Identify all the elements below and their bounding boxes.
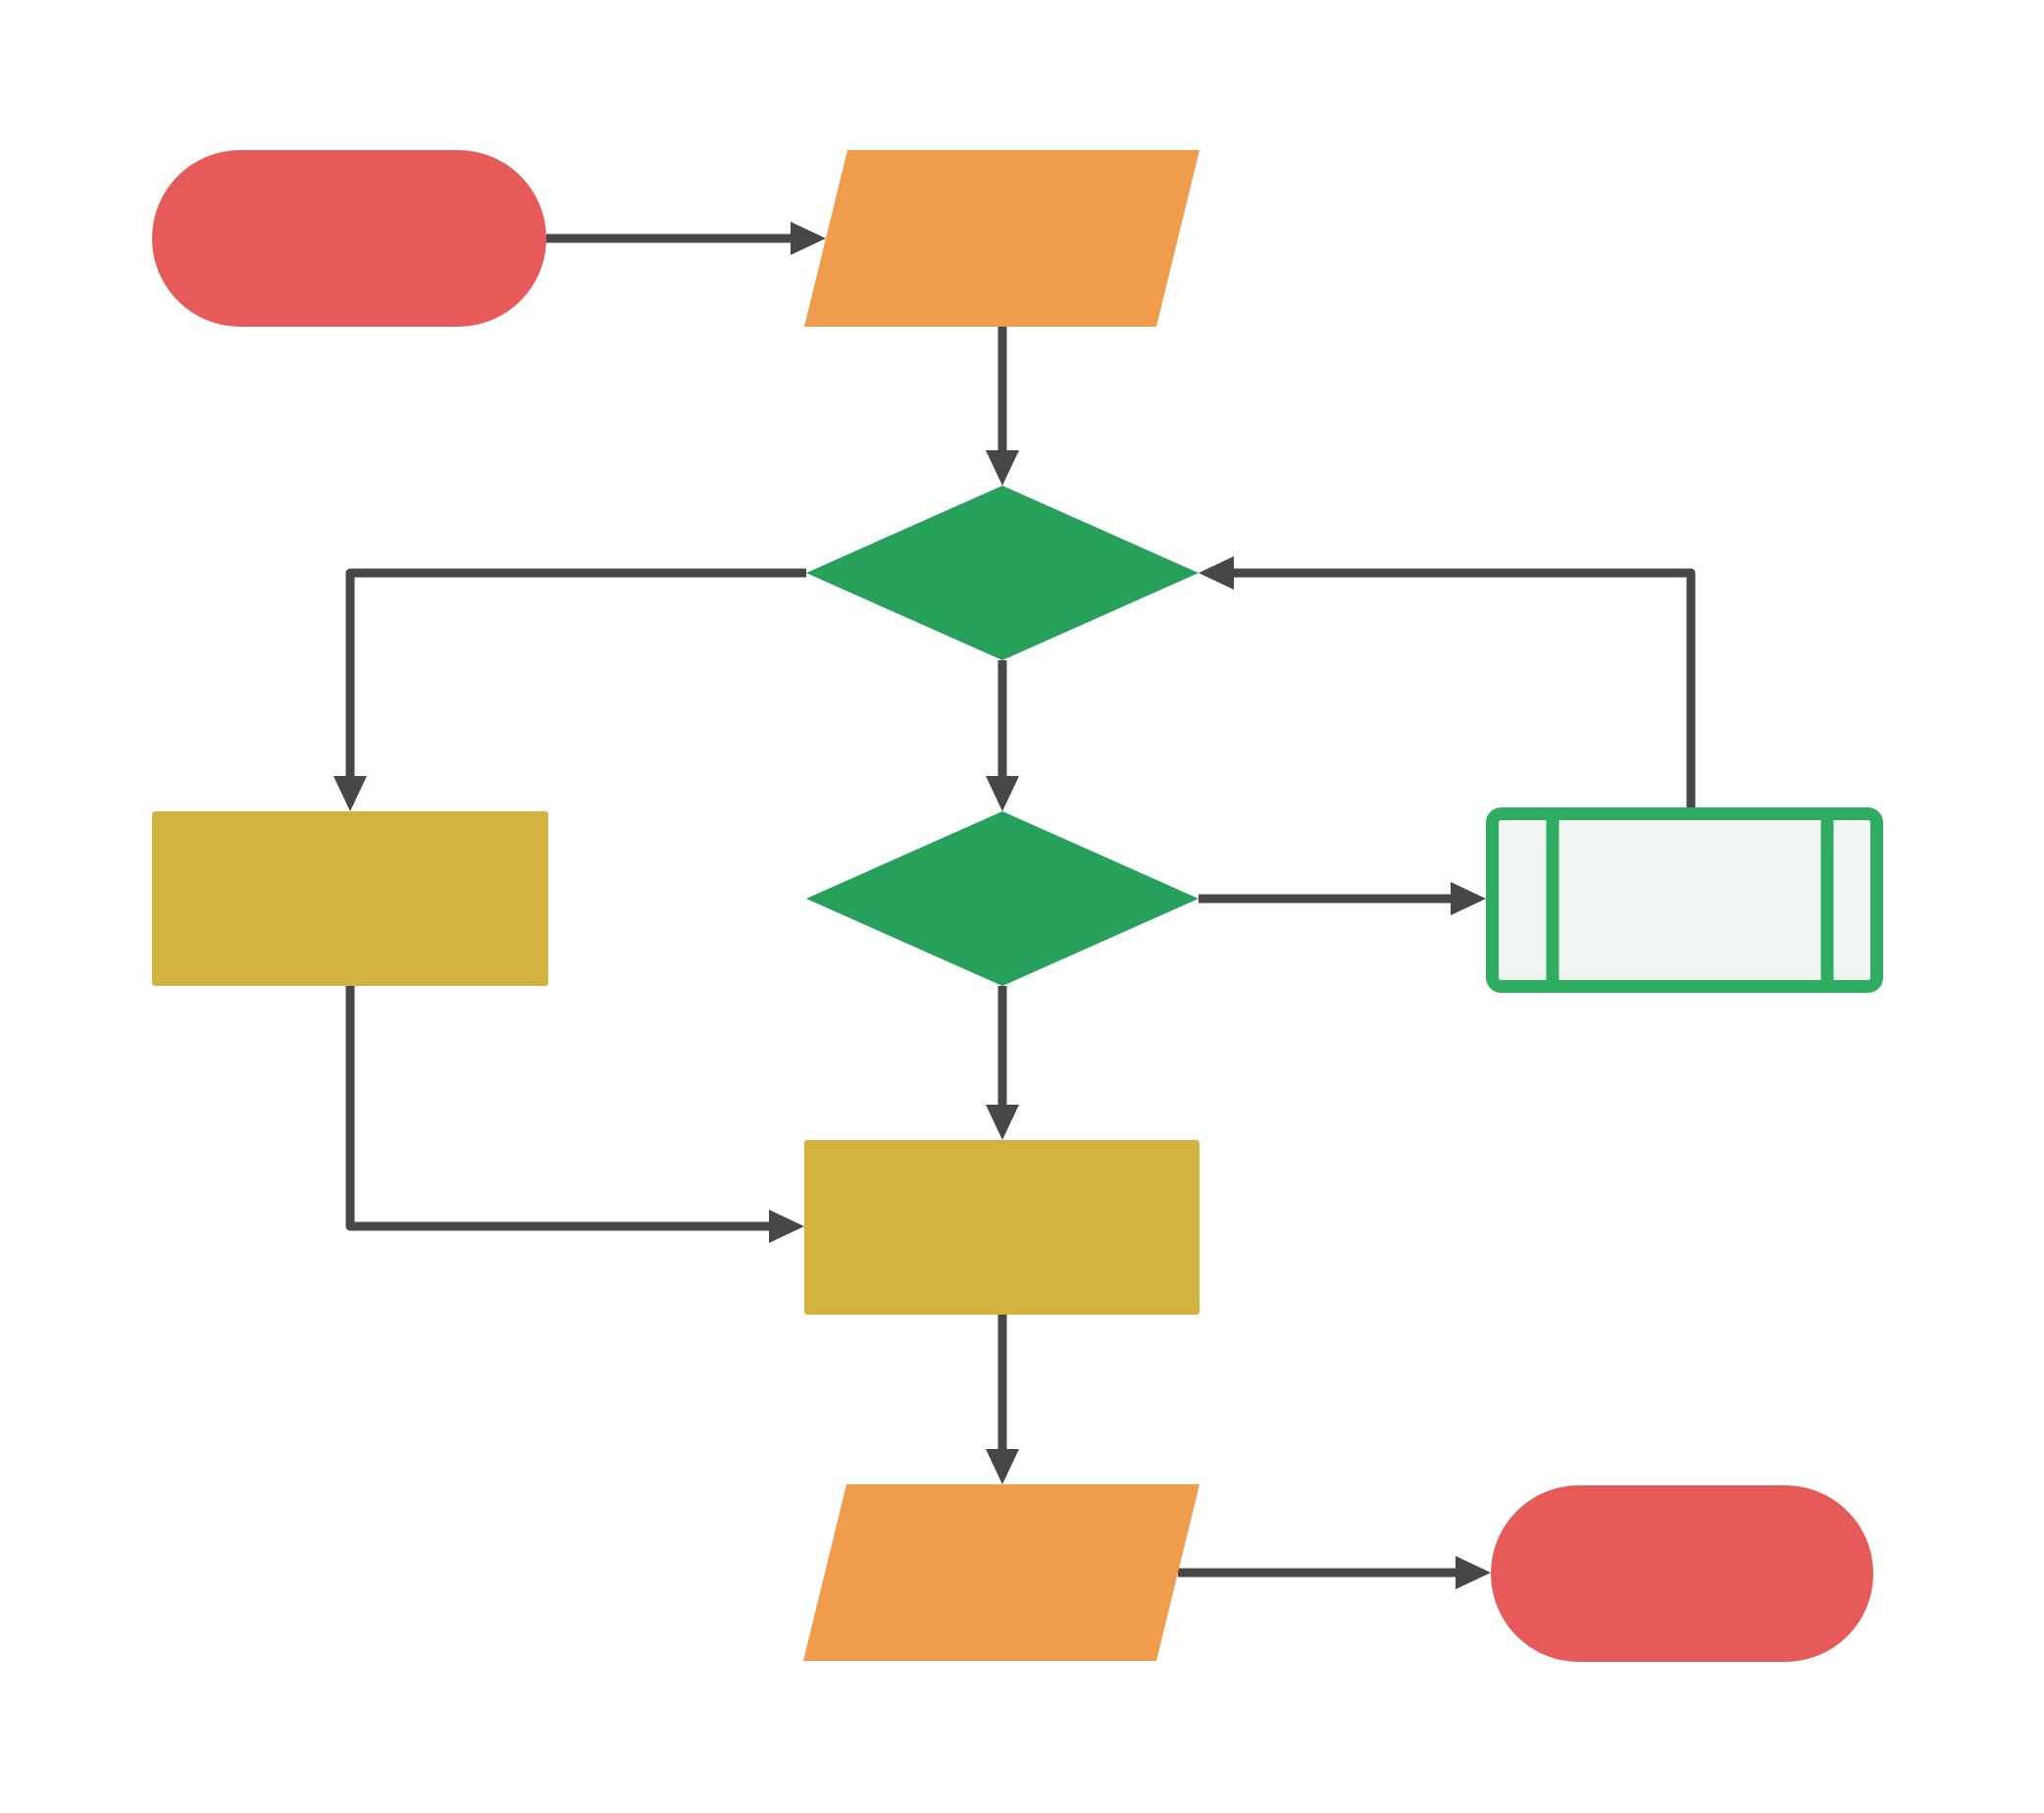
connector-process-center-to-io-bottom-arrowhead-icon [986,1449,1019,1484]
process-rect-left [152,811,548,986]
connector-decision2-to-subroutine-arrowhead-icon [1451,882,1486,915]
connector-io-top-to-decision1-arrowhead-icon [986,450,1019,486]
connector-decision1-to-process-left-arrowhead-icon [333,776,367,811]
process-rect-center [804,1140,1200,1315]
input-output-parallelogram-top [804,150,1200,327]
end-terminator-shape [1491,1485,1873,1662]
connector-start-to-io-top-arrowhead-icon [791,222,826,255]
decision-diamond-2 [806,811,1199,986]
start-terminator-shape [152,150,546,327]
connector-subroutine-to-decision1 [1232,568,1696,807]
input-output-parallelogram-bottom [803,1484,1200,1661]
predefined-process-shape [1486,807,1883,993]
decision-diamond-1 [806,486,1199,660]
connector-io-bottom-to-end-arrowhead-icon [1456,1556,1491,1589]
connector-decision2-to-process-center-arrowhead-icon [986,1105,1019,1140]
connector-decision1-to-decision2-arrowhead-icon [986,776,1019,811]
connector-process-left-to-process-center [345,986,771,1231]
connector-process-left-to-process-center-arrowhead-icon [769,1210,804,1243]
connector-subroutine-to-decision1-arrowhead-icon [1199,556,1234,590]
connector-decision1-to-process-left [345,568,806,778]
